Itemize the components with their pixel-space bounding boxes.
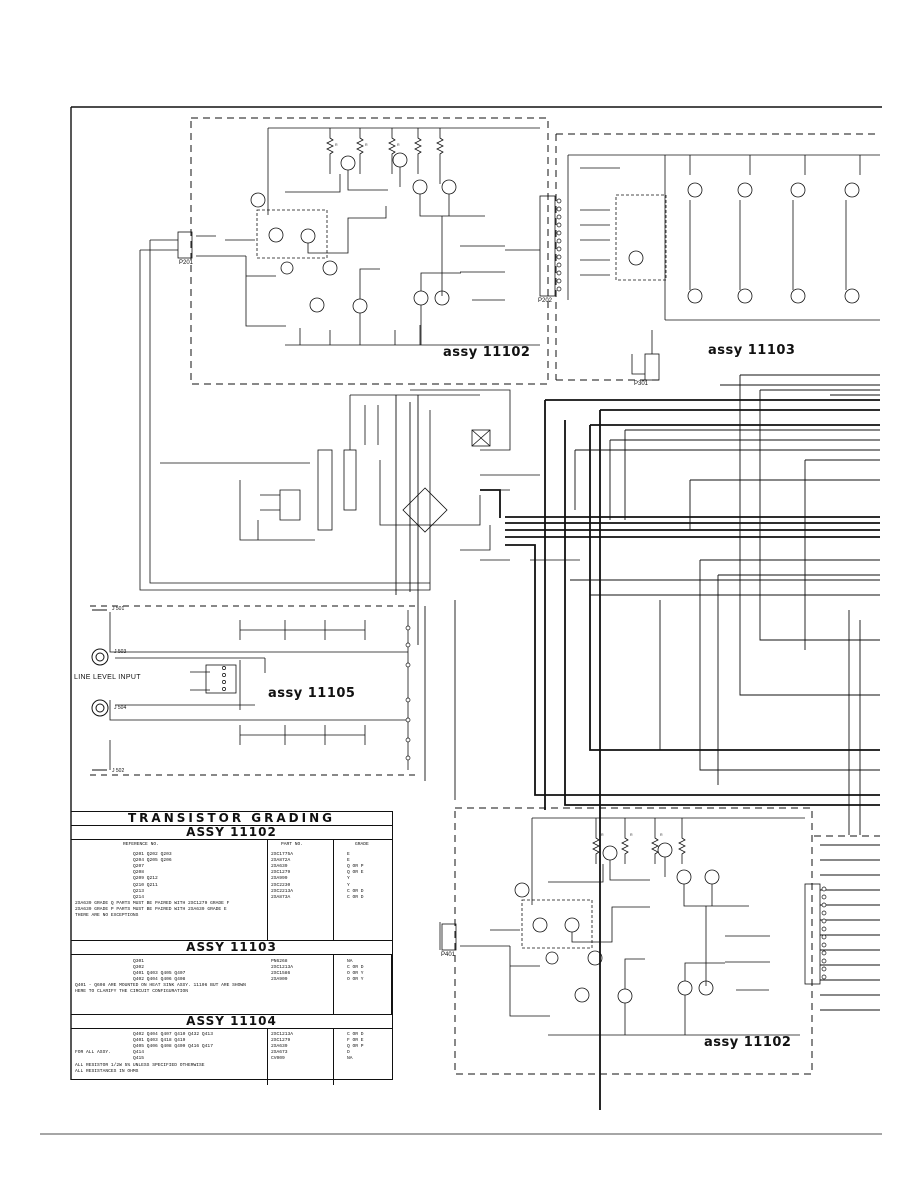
svg-text:R: R bbox=[335, 143, 338, 147]
grading-note: FOR ALL ASSY. bbox=[75, 1050, 111, 1056]
grading-section-11102: REFERENCE NO. PART NO. GRADE Q201 Q202 Q… bbox=[71, 840, 392, 940]
assy-label-11105: assy 11105 bbox=[268, 686, 356, 701]
jack-label-j504: J 504 bbox=[114, 705, 127, 711]
svg-text:R: R bbox=[365, 143, 368, 147]
connector-label-p202: P202 bbox=[538, 298, 553, 304]
grading-assy-11102: ASSY 11102 bbox=[71, 826, 392, 840]
grading-header-row: REFERENCE NO. PART NO. GRADE bbox=[71, 840, 392, 848]
svg-text:R: R bbox=[397, 143, 400, 147]
grading-note: 2SA639 GRADE P PARTS MUST BE PAIRED WITH… bbox=[75, 906, 227, 912]
grading-note: Q401 - Q608 ARE MOUNTED ON HEAT SINK ASS… bbox=[75, 983, 246, 989]
transistor-grading-table: TRANSISTOR GRADING ASSY 11102 REFERENCE … bbox=[71, 811, 393, 1085]
grading-assy-11104: ASSY 11104 bbox=[71, 1014, 392, 1029]
assy-label-11102-bottom: assy 11102 bbox=[704, 1035, 792, 1050]
jack-label-j502: J 502 bbox=[112, 768, 125, 774]
svg-text:R: R bbox=[630, 833, 633, 837]
col-part: PART NO. bbox=[281, 842, 304, 847]
svg-text:R: R bbox=[660, 833, 663, 837]
assy-label-11102-top: assy 11102 bbox=[443, 345, 531, 360]
col-grade: GRADE bbox=[355, 842, 369, 847]
connector-label-p201: P201 bbox=[179, 260, 194, 266]
svg-text:R: R bbox=[601, 833, 604, 837]
assy-label-11103: assy 11103 bbox=[708, 343, 796, 358]
connector-label-p301: P301 bbox=[634, 381, 649, 387]
grading-note: THERE ARE NO EXCEPTIONS bbox=[75, 913, 139, 919]
connector-label-p401: P401 bbox=[441, 952, 456, 958]
col-reference: REFERENCE NO. bbox=[123, 842, 159, 847]
grading-note: ALL RESISTOR 1/2W 5% UNLESS SPECIFIED OT… bbox=[75, 1062, 205, 1068]
grading-note: HERE TO CLARIFY THE CIRCUIT CONFIGURATIO… bbox=[75, 989, 189, 995]
jack-label-j503: J 503 bbox=[114, 649, 127, 655]
grading-assy-11103: ASSY 11103 bbox=[71, 940, 392, 955]
grading-title: TRANSISTOR GRADING bbox=[71, 812, 392, 826]
grading-note: ALL RESISTANCES IN OHMS bbox=[75, 1068, 139, 1074]
grading-note: 2SA639 GRADE Q PARTS MUST BE PAIRED WITH… bbox=[75, 900, 230, 906]
line-level-input-label: LINE LEVEL INPUT bbox=[74, 674, 141, 681]
jack-label-j501: J 501 bbox=[112, 606, 125, 612]
